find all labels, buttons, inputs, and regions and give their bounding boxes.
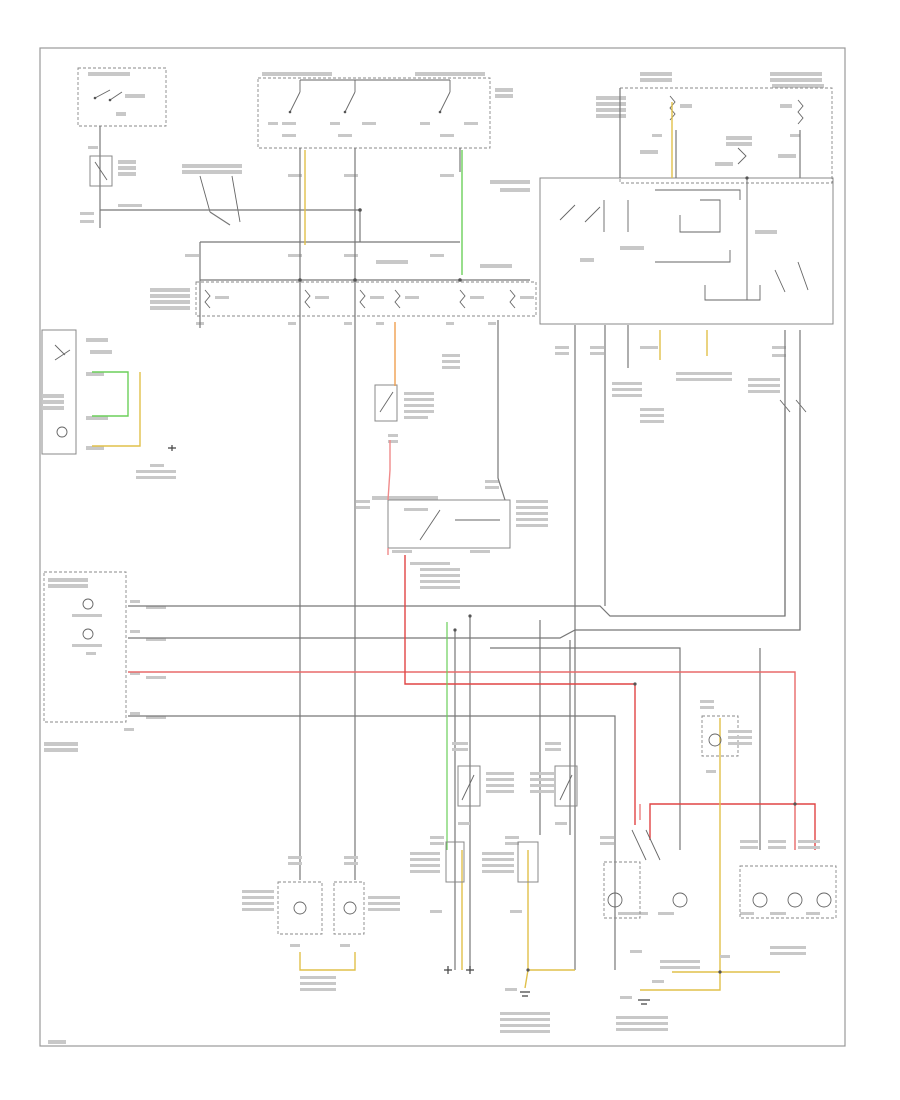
yellow-wire-left [92, 372, 141, 447]
colored-wires [92, 102, 816, 991]
top-center-switch-group [257, 72, 513, 177]
fuse-row [150, 241, 537, 325]
vertical-wires [199, 88, 801, 970]
relay-module [490, 177, 834, 325]
top-right-fuse-group [596, 72, 833, 184]
yellow-wire-bottom-right [640, 718, 780, 991]
bottom-components [242, 700, 837, 1033]
center-components [356, 346, 807, 589]
yellow-wire-bottom-left [299, 952, 356, 971]
instrument-cluster [43, 571, 166, 752]
red-wire-main [128, 671, 796, 850]
top-left-switch-group [77, 67, 360, 228]
pink-wire-upper [387, 440, 391, 555]
footer-code-mark [48, 1040, 66, 1044]
diagram-border [39, 47, 846, 1047]
red-wire-loop [404, 555, 636, 825]
splice-points [298, 176, 797, 974]
green-wire-left [92, 371, 129, 417]
red-wire-bracket [649, 803, 816, 850]
left-switch-box [41, 329, 176, 479]
